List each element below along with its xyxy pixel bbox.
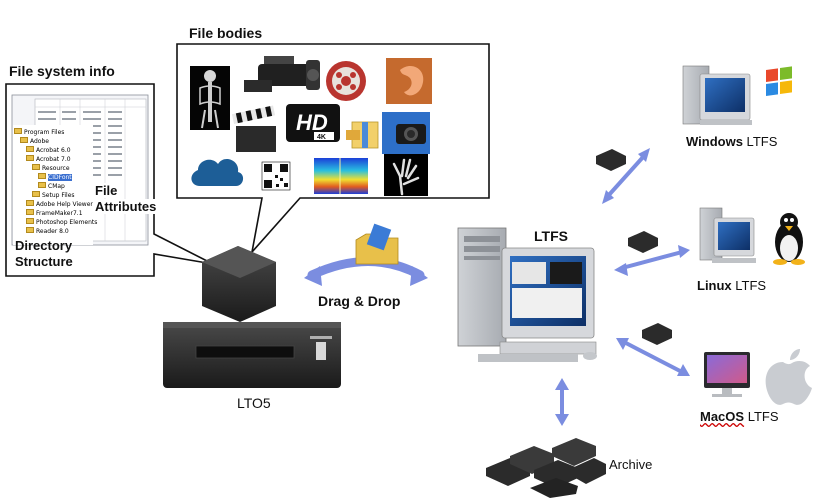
video-camera-icon (244, 56, 320, 92)
folder-icon (38, 182, 46, 188)
svg-text:HD: HD (296, 110, 328, 135)
windows-logo-icon (766, 66, 792, 96)
macos-ltfs-suffix: LTFS (744, 409, 779, 424)
qr-code-icon (261, 161, 291, 191)
folder-icon (38, 173, 46, 179)
tree-item-label: Program Files (24, 129, 65, 136)
tree-item[interactable]: Setup Files (14, 191, 94, 200)
tree-item[interactable]: Adobe Help Viewer (14, 200, 94, 209)
tape-icon-linux (628, 231, 658, 253)
directory-tree-window (11, 94, 149, 246)
tree-item[interactable]: Reader 8.0 (14, 227, 94, 236)
folder-icon (14, 128, 22, 134)
arrow-macos (616, 338, 690, 376)
hand-xray-icon (384, 154, 428, 196)
tape-icon-macos (642, 323, 672, 345)
linux-ltfs-label: Linux LTFS (697, 278, 766, 293)
tree-item-label: FrameMaker7.1 (36, 210, 83, 217)
folder-icon (26, 227, 34, 233)
spectrogram-icon (314, 158, 368, 194)
tree-item-label: CMap (48, 183, 65, 190)
linux-penguin-icon (773, 213, 805, 265)
macos-os-name: MacOS (700, 409, 745, 424)
file-system-info-label: File system info (9, 63, 115, 79)
tree-item[interactable]: Program Files (14, 128, 94, 137)
tree-item[interactable]: CIDFont (14, 173, 94, 182)
ltfs-center-computer (457, 227, 597, 362)
directory-structure-label-line1: Directory (15, 238, 73, 253)
tree-item[interactable]: Acrobat 7.0 (14, 155, 94, 164)
tree-item-label: Photoshop Elements (36, 219, 98, 226)
tree-item-label: CIDFont (48, 174, 72, 181)
tree-item-label: Acrobat 6.0 (36, 147, 71, 154)
hd-4k-icon: HD 4K (286, 104, 340, 142)
windows-computer (682, 65, 752, 125)
tree-item-label: Adobe (30, 138, 49, 145)
film-reel-icon (326, 61, 366, 101)
svg-text:4K: 4K (317, 134, 326, 141)
clapperboard-icon (231, 105, 276, 152)
windows-os-name: Windows (686, 134, 743, 149)
folder-icon (26, 218, 34, 224)
tape-icon-windows (596, 149, 626, 171)
tree-item-label: Setup Files (42, 192, 75, 199)
tree-item-label: Adobe Help Viewer (36, 201, 93, 208)
tree-item[interactable]: CMap (14, 182, 94, 191)
zip-archive-icon (346, 121, 379, 149)
photo-camera-icon (382, 112, 430, 154)
cloud-icon (191, 158, 244, 186)
file-attributes-label-line1: File (95, 183, 118, 198)
lto5-label: LTO5 (237, 395, 271, 411)
linux-os-name: Linux (697, 278, 732, 293)
arrow-linux (614, 245, 690, 276)
linux-computer (699, 207, 756, 263)
windows-ltfs-label: Windows LTFS (686, 134, 777, 149)
tree-item-label: Reader 8.0 (36, 228, 69, 235)
apple-logo-icon (765, 349, 812, 405)
ear-scan-icon (386, 58, 432, 104)
folder-icon (32, 191, 40, 197)
tree-item[interactable]: Adobe (14, 137, 94, 146)
folder-icon (355, 223, 399, 265)
tree-item-label: Acrobat 7.0 (36, 156, 71, 163)
folder-icon (26, 146, 34, 152)
arrow-archive (555, 378, 569, 426)
tree-item[interactable]: Resource (14, 164, 94, 173)
archive-label: Archive (609, 457, 653, 472)
folder-icon (26, 155, 34, 161)
tree-item[interactable]: Acrobat 6.0 (14, 146, 94, 155)
folder-icon (26, 209, 34, 215)
file-bodies-label: File bodies (189, 25, 263, 41)
linux-ltfs-suffix: LTFS (731, 278, 767, 293)
archive-tapes (486, 438, 606, 498)
tape-cartridge (202, 246, 276, 322)
lto5-drive (163, 322, 341, 388)
windows-ltfs-suffix: LTFS (742, 134, 778, 149)
folder-icon (32, 164, 40, 170)
file-attributes-label-line2: Attributes (95, 199, 157, 214)
folder-icon (26, 200, 34, 206)
xray-skeleton-icon (190, 66, 230, 130)
macos-ltfs-label: MacOS LTFS (700, 409, 779, 424)
arrow-windows (602, 148, 650, 204)
folder-icon (20, 137, 28, 143)
tree-item[interactable]: Photoshop Elements (14, 218, 98, 227)
ltfs-center-label: LTFS (534, 228, 568, 244)
tree-item[interactable]: FrameMaker7.1 (14, 209, 94, 218)
drag-drop-arrow (304, 257, 428, 286)
drag-drop-label: Drag & Drop (318, 293, 401, 309)
directory-structure-label-line2: Structure (15, 254, 73, 269)
mac-computer (704, 352, 750, 397)
tree-item-label: Resource (42, 165, 70, 172)
